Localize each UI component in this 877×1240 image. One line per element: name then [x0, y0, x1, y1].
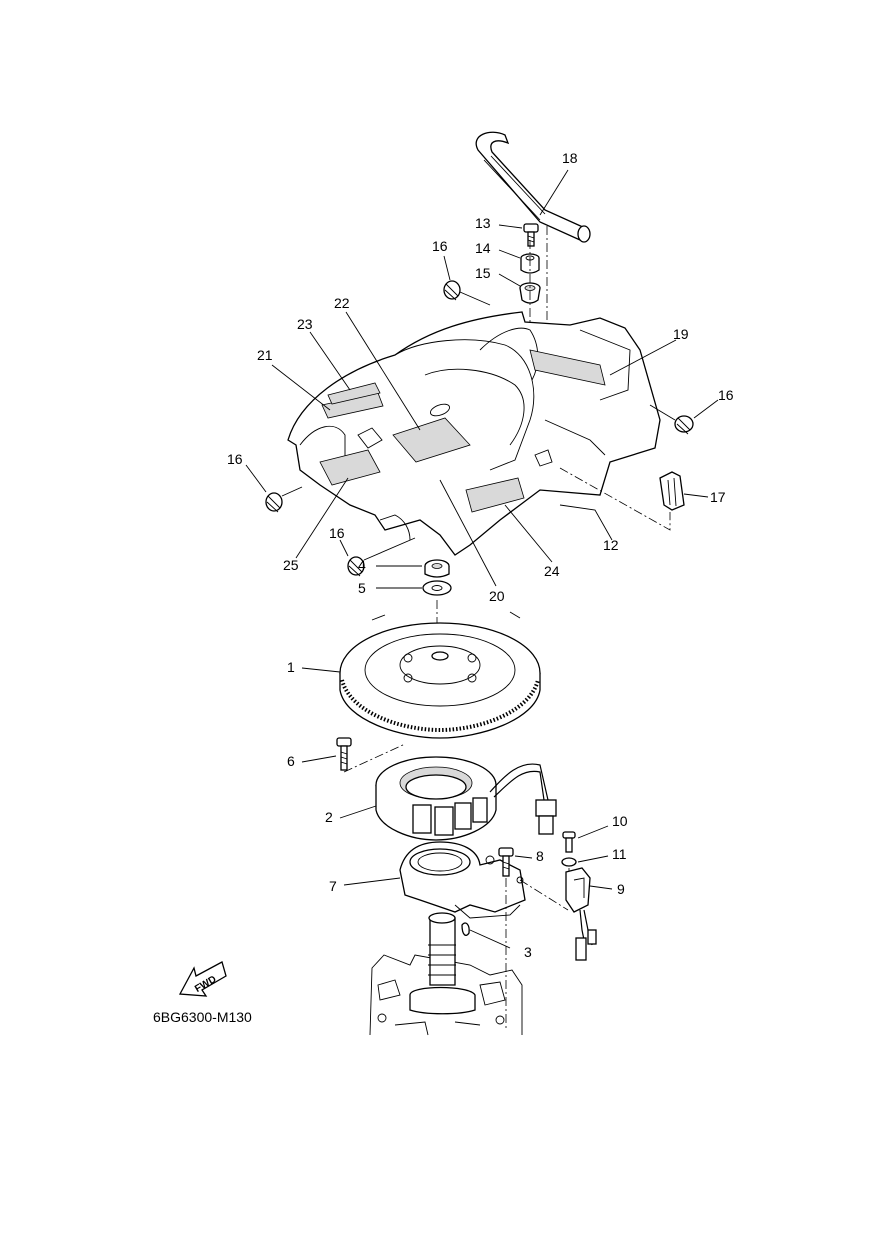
callout-13: 13: [475, 215, 491, 231]
callout-17: 17: [710, 489, 726, 505]
callout-24: 24: [544, 563, 560, 579]
part-8-bolt: [498, 847, 514, 1030]
part-12-flywheel-cover: [287, 311, 661, 556]
part-16-damper-bottom: [347, 537, 416, 577]
decal-22: [392, 417, 471, 463]
decal-23: [327, 382, 381, 405]
part-9-pulser-coil: [519, 867, 597, 961]
callout-10: 10: [612, 813, 628, 829]
part-11-washer: [561, 857, 577, 867]
callout-3: 3: [524, 944, 532, 960]
callout-25: 25: [283, 557, 299, 573]
part-18-seal-strip: [475, 131, 591, 243]
decal-24: [465, 477, 525, 513]
callout-15: 15: [475, 265, 491, 281]
part-3-woodruff-key: [461, 922, 470, 936]
callout-8: 8: [536, 848, 544, 864]
part-16-damper-right: [649, 404, 694, 435]
part-13-bolt: [523, 223, 539, 247]
decal-19: [529, 349, 606, 386]
callout-16-left: 16: [227, 451, 243, 467]
callout-19: 19: [673, 326, 689, 342]
callout-5: 5: [358, 580, 366, 596]
callout-22: 22: [334, 295, 350, 311]
crankcase: [369, 912, 523, 1036]
callout-4: 4: [358, 557, 366, 573]
callout-21: 21: [257, 347, 273, 363]
part-2-stator: [375, 756, 557, 841]
part-1-flywheel: [339, 611, 541, 739]
decal-25: [319, 449, 381, 486]
part-7-base-bracket: [399, 841, 526, 919]
callout-11: 11: [612, 846, 627, 862]
part-16-damper-left: [265, 486, 303, 513]
callout-1: 1: [287, 659, 295, 675]
part-4-nut: [424, 559, 450, 578]
callout-16-top: 16: [432, 238, 448, 254]
part-17-clip: [559, 467, 685, 531]
callout-14: 14: [475, 240, 491, 256]
callout-numbers: 1 2 3 4 5 6 7 8 9 10 11 12 13 14 15 16 1…: [227, 150, 734, 960]
callout-7: 7: [329, 878, 337, 894]
diagram-code: 6BG6300-M130: [153, 1009, 252, 1025]
callout-9: 9: [617, 881, 625, 897]
fwd-arrow-icon: FWD: [178, 961, 227, 997]
callout-18: 18: [562, 150, 578, 166]
part-6-bolt: [336, 737, 406, 773]
part-5-washer: [422, 580, 452, 596]
callout-23: 23: [297, 316, 313, 332]
callout-20: 20: [489, 588, 505, 604]
callout-12: 12: [603, 537, 619, 553]
leader-lines: [245, 169, 719, 949]
callout-2: 2: [325, 809, 333, 825]
callout-16-right: 16: [718, 387, 734, 403]
callout-6: 6: [287, 753, 295, 769]
part-16-damper-top: [443, 280, 491, 306]
callout-16-bottom: 16: [329, 525, 345, 541]
part-10-screw: [562, 831, 576, 853]
